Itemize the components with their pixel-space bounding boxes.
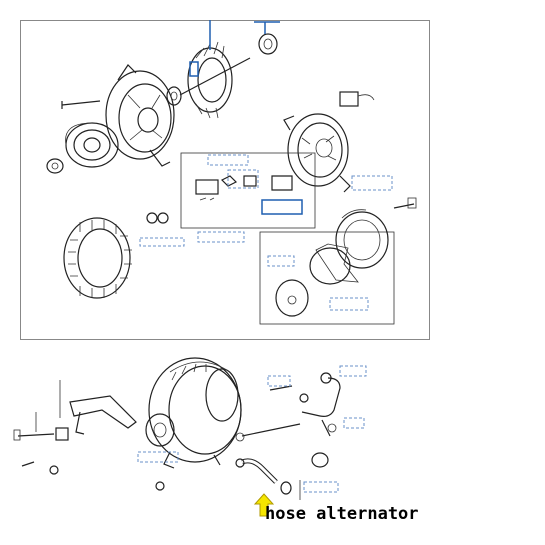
rear-housing xyxy=(283,113,351,193)
cap-fitting xyxy=(311,452,329,468)
pulley xyxy=(65,122,119,168)
vacuum-pipe xyxy=(299,372,341,417)
hose-alternator xyxy=(235,458,278,484)
bolt-top-right xyxy=(269,385,293,391)
bolt-left xyxy=(13,429,55,441)
bearing-rear xyxy=(258,33,278,55)
rectifier-cover xyxy=(335,209,389,269)
brush-assembly-frame xyxy=(180,152,316,229)
rectifier-plate xyxy=(309,243,359,285)
bearing-front xyxy=(166,86,182,106)
mounting-bracket xyxy=(69,395,137,435)
brush-holder xyxy=(195,175,293,201)
nut xyxy=(46,158,64,174)
clip xyxy=(55,427,69,441)
rotor xyxy=(179,41,251,119)
spring-clips xyxy=(146,212,169,224)
long-bolt xyxy=(235,423,301,442)
connector-plug xyxy=(339,91,375,107)
regulator-plate xyxy=(275,279,309,317)
bolt-right xyxy=(393,197,417,209)
nut-bottom xyxy=(155,481,165,491)
front-housing xyxy=(105,64,175,167)
bottom-callouts xyxy=(35,365,367,500)
rectifier-frame xyxy=(259,231,395,325)
exploded-view-frame xyxy=(20,20,430,340)
washer-bottom xyxy=(49,465,59,475)
callout-lines xyxy=(139,20,393,311)
alternator-assembly xyxy=(148,357,242,469)
hose-alternator-label: hose alternator xyxy=(265,504,419,524)
up-arrow-icon xyxy=(253,493,275,517)
small-bolt-bottom xyxy=(21,461,35,467)
bottom-pulley xyxy=(145,413,175,447)
through-bolt xyxy=(61,100,101,109)
stator xyxy=(63,217,132,299)
banjo-bolt xyxy=(321,419,337,437)
hose-clamp xyxy=(280,481,292,495)
